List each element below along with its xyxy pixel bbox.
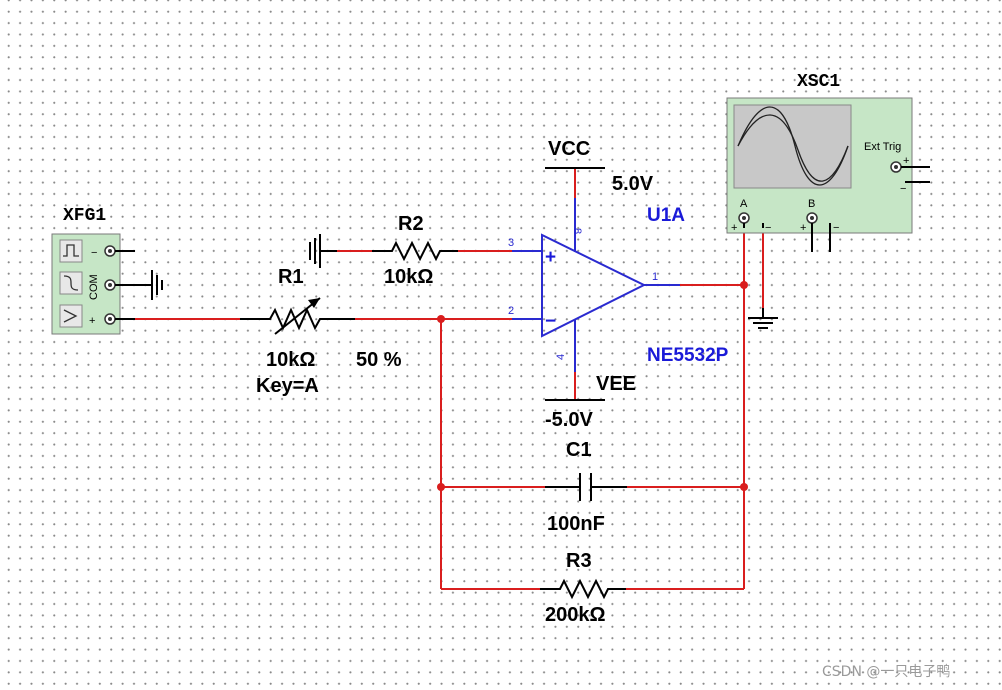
c1-capacitor[interactable]: C1 100nF [545,439,627,535]
r1-ref-label: R1 [278,266,304,288]
r2-resistor[interactable]: R2 10kΩ [372,213,458,288]
channel-b-terminal[interactable]: B + − [800,198,839,252]
channel-b-plus: + [800,222,806,234]
c1-value-label: 100nF [547,513,605,535]
xfg1-com-label: COM [88,274,100,300]
r3-resistor[interactable]: R3 200kΩ [540,550,626,626]
vee-value: -5.0V [545,409,593,431]
triangle-wave-icon [59,304,83,328]
pin-label-3: 3 [508,237,514,249]
xfg1-terminal-minus[interactable] [104,245,135,257]
opamp-plus-sign: + [545,247,556,268]
ext-trig-minus: − [900,183,906,195]
pin-label-1: 1 [652,271,658,283]
junction-dot [740,281,748,289]
r2-zigzag [372,240,458,262]
xsc1-screen [733,104,852,189]
channel-b-label: B [808,198,815,210]
oscilloscope[interactable]: XSC1 Ext Trig + − A + − B [726,72,930,252]
r1-arrow-head [308,298,320,308]
junction-dot [437,483,445,491]
ground-icon [309,234,337,268]
channel-a-plus: + [731,222,737,234]
square-wave-icon [59,239,83,263]
sine-trace-1 [737,106,849,186]
junction-dot [437,315,445,323]
xfg1-minus-label: − [91,247,97,259]
r1-zigzag [240,307,355,331]
r3-zigzag [540,578,626,600]
xfg1-terminal-plus[interactable] [104,313,135,325]
r1-setting-label: 50 % [356,349,402,371]
r3-ref-label: R3 [566,550,592,572]
channel-a-minus: − [765,222,771,234]
ext-trig-plus: + [903,155,909,167]
vee-supply[interactable]: VEE -5.0V [545,373,636,431]
opamp-ref-label: U1A [647,205,685,226]
ext-trig-label: Ext Trig [864,141,901,153]
opamp-part-label: NE5532P [647,345,729,366]
vcc-value: 5.0V [612,173,654,195]
ext-trig-terminal[interactable]: + − [890,155,930,195]
r1-value-label: 10kΩ [266,349,315,371]
opamp-u1a[interactable]: + − 3 2 1 8 4 U1A NE5532P [508,198,729,372]
c1-ref-label: C1 [566,439,592,461]
pin-label-2: 2 [508,305,514,317]
junction-dot [740,483,748,491]
vee-label: VEE [596,373,636,395]
ground-icon [748,308,778,329]
channel-b-minus: − [833,222,839,234]
xsc1-label: XSC1 [797,72,840,92]
xfg1-terminal-com[interactable] [104,279,152,291]
r2-ref-label: R2 [398,213,424,235]
xfg1-plus-label: + [89,315,95,327]
ground-icon [151,270,163,300]
r3-value-label: 200kΩ [545,604,606,626]
function-generator[interactable]: XFG1 − COM + [51,206,163,335]
watermark: CSDN @一只电子鸭 [822,664,950,680]
r1-key-label: Key=A [256,375,319,397]
opamp-triangle [541,233,647,338]
pin-label-8: 8 [571,228,583,234]
r1-potentiometer[interactable]: R1 10kΩ Key=A 50 % [240,266,402,397]
sine-trace-2 [737,114,849,182]
vcc-label: VCC [548,138,590,160]
junctions [437,281,748,491]
opamp-minus-sign: − [545,311,556,332]
pin-label-4: 4 [555,354,567,360]
wires [135,168,764,590]
xfg1-label: XFG1 [63,206,106,226]
channel-a-terminal[interactable]: A + − [731,198,771,234]
vcc-supply[interactable]: VCC 5.0V [545,138,654,195]
r2-value-label: 10kΩ [384,266,433,288]
channel-a-label: A [740,198,748,210]
